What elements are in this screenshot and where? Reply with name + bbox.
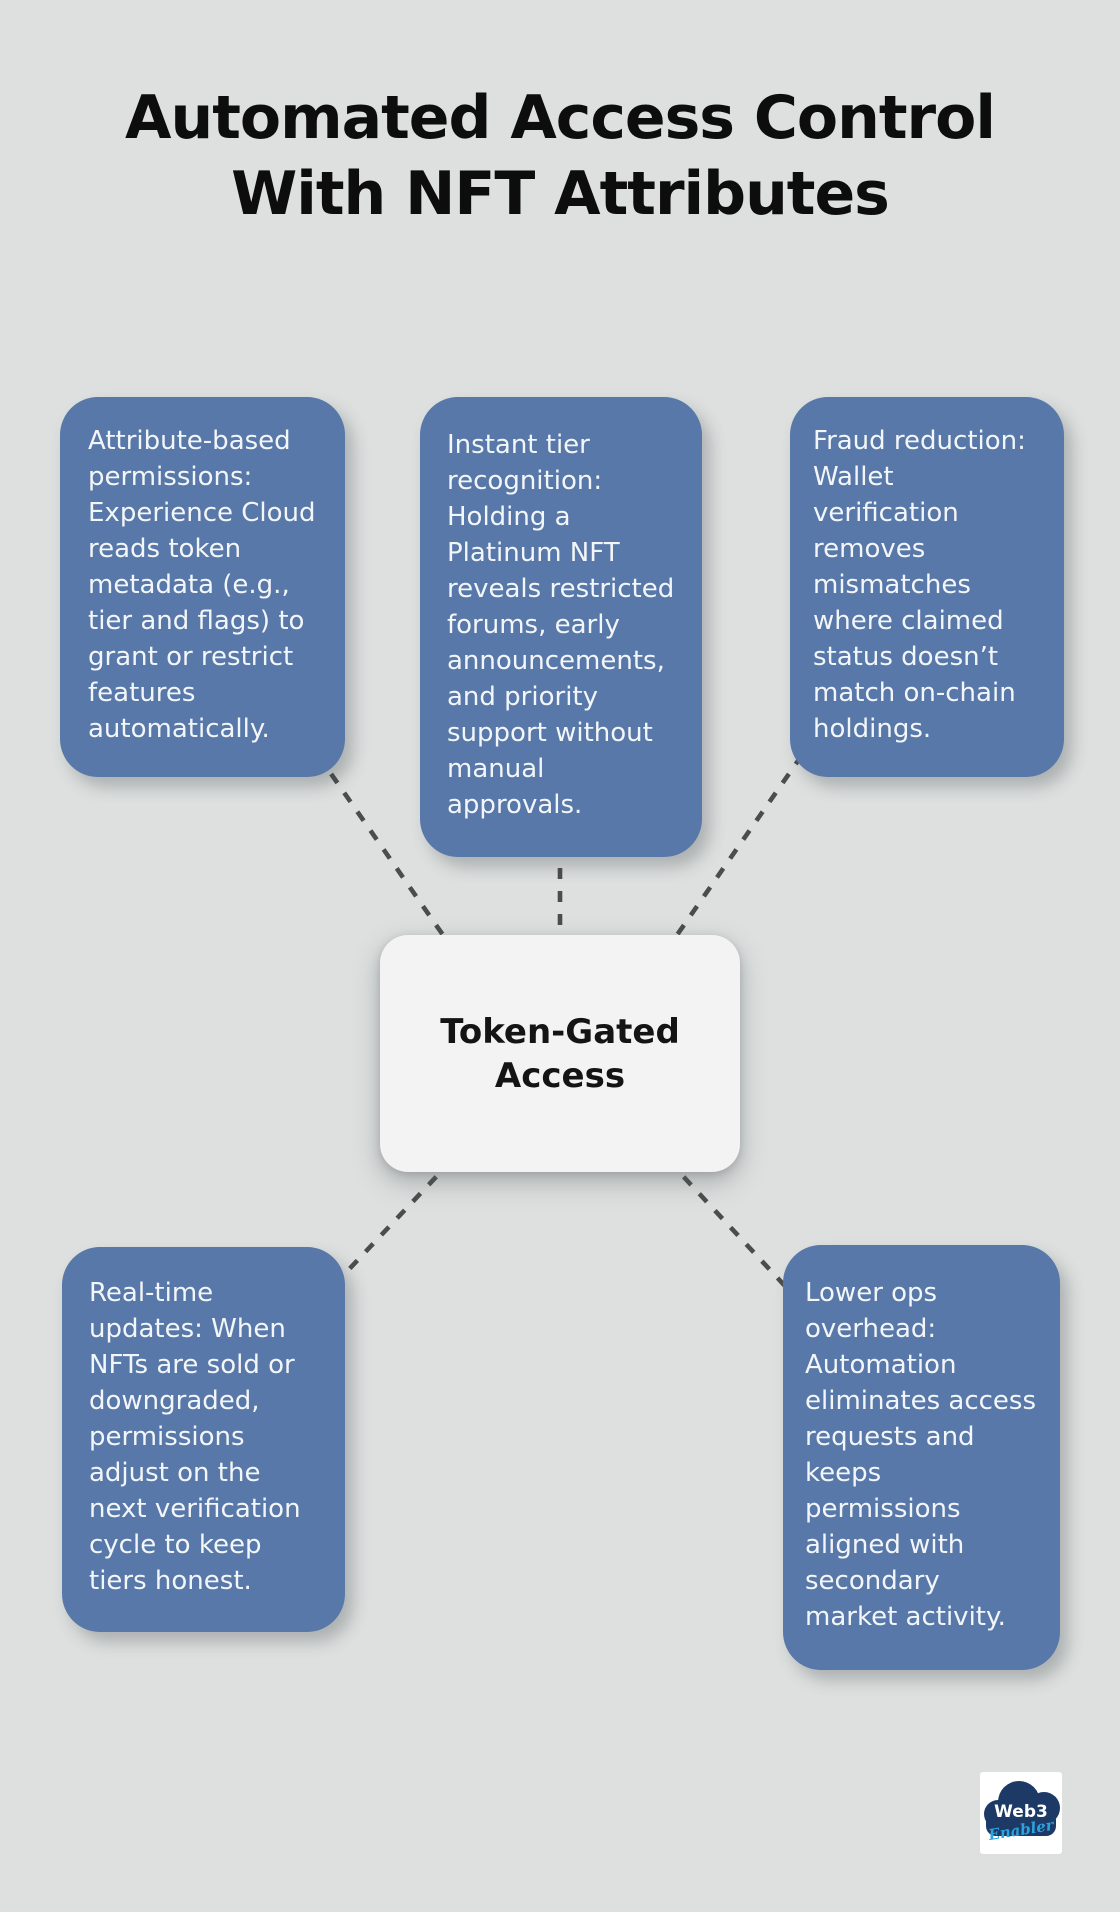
node-attribute-based-permissions: Attribute-based permissions: Experience … [60, 397, 345, 777]
node-text: Attribute-based permissions: Experience … [88, 426, 316, 744]
connector-top-left [316, 753, 454, 950]
node-text: Lower ops overhead: Automation eliminate… [805, 1278, 1037, 1632]
node-text: Fraud reduction: Wallet verification rem… [813, 426, 1026, 744]
connector-bottom-left [320, 1158, 454, 1300]
page-title-line1: Automated Access Control [125, 83, 996, 153]
center-node-label: Token-Gated Access [440, 1011, 680, 1096]
center-node-token-gated-access: Token-Gated Access [380, 935, 740, 1172]
page-title-line2: With NFT Attributes [231, 159, 890, 229]
node-real-time-updates: Real-time updates: When NFTs are sold or… [62, 1247, 345, 1632]
node-text: Instant tier recognition: Holding a Plat… [447, 430, 675, 820]
node-text: Real-time updates: When NFTs are sold or… [89, 1278, 301, 1596]
node-instant-tier-recognition: Instant tier recognition: Holding a Plat… [420, 397, 702, 857]
logo-brand-text: Web3 [994, 1802, 1048, 1822]
connector-bottom-right [666, 1158, 800, 1302]
cloud-icon [980, 1772, 1062, 1854]
node-lower-ops-overhead: Lower ops overhead: Automation eliminate… [783, 1245, 1060, 1670]
web3-enabler-logo: Web3 Enabler [980, 1772, 1062, 1854]
node-fraud-reduction: Fraud reduction: Wallet verification rem… [790, 397, 1064, 777]
connector-top-right [666, 753, 804, 950]
page-title: Automated Access Control With NFT Attrib… [0, 80, 1120, 232]
